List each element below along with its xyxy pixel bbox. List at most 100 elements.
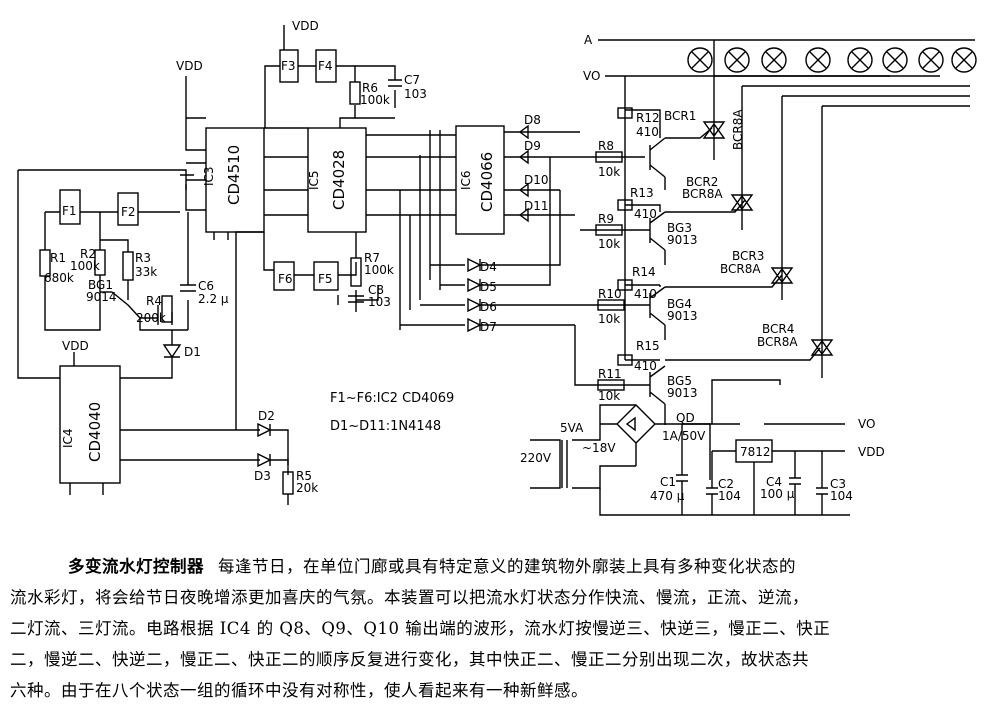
c2-ref: C2 (718, 477, 734, 491)
r4-ref: R4 (146, 294, 162, 308)
qd-label: QD (676, 411, 695, 425)
r15-val: 410 (634, 359, 657, 373)
c3-val: 104 (830, 489, 853, 503)
gate-label-f1: F1 (62, 204, 77, 218)
r3-val: 33k (135, 265, 157, 279)
bcr1-val: BCR8A (731, 109, 745, 150)
c4-val: 100 μ (760, 487, 795, 501)
d4-label: D4 (480, 260, 497, 274)
r3-ref: R3 (135, 251, 151, 265)
ic6-block (455, 125, 505, 235)
bg1-ref: BG1 (88, 278, 113, 292)
r7-val: 100k (364, 263, 394, 277)
d6-label: D6 (480, 300, 497, 314)
r8-ref: R8 (598, 139, 614, 153)
r13-val: 410 (634, 207, 657, 221)
r2-val: 100k (70, 259, 100, 273)
ic5-block (307, 127, 367, 233)
resistor-r2 (94, 249, 106, 276)
c6-ref: C6 (198, 279, 214, 293)
caption-text: 多变流水灯控制器每逢节日，在单位门廊或具有特定意义的建筑物外廓装上具有多种变化状… (10, 551, 968, 706)
r11-val: 10k (598, 389, 620, 403)
vdd-label-2: VDD (292, 19, 319, 33)
resistor-r10 (597, 299, 625, 311)
r1-ref: R1 (50, 251, 66, 265)
r2-ref: R2 (80, 247, 96, 261)
r13-ref: R13 (630, 186, 654, 200)
ic5-ref: IC5 (307, 170, 321, 190)
gates-note: F1~F6:IC2 CD4069 (330, 391, 454, 406)
resistor-r11 (597, 379, 625, 391)
gate-label-f4: F4 (318, 59, 333, 73)
bg3-ref: BG3 (667, 221, 692, 235)
bcr2-ref: BCR2 (686, 175, 718, 189)
r12-val: 410 (636, 125, 659, 139)
bcr4-ref: BCR4 (762, 322, 794, 336)
bg5-val: 9013 (667, 386, 698, 400)
d11-label: D11 (524, 199, 549, 213)
r5-ref: R5 (296, 469, 312, 483)
gate-f5 (313, 261, 339, 291)
r5-val: 20k (296, 481, 318, 495)
c3-ref: C3 (830, 477, 846, 491)
resistor-r3 (122, 251, 134, 281)
gate-label-f3: F3 (281, 59, 296, 73)
gate-f1 (59, 189, 81, 225)
r8-val: 10k (598, 165, 620, 179)
r15-ref: R15 (636, 339, 660, 353)
c6-val: 2.2 μ (198, 292, 229, 306)
d9-label: D9 (524, 139, 541, 153)
gate-label-f2: F2 (121, 205, 136, 219)
r4-val: 200k (136, 311, 166, 325)
vdd-label-4: VDD (858, 445, 885, 459)
r7-ref: R7 (364, 251, 380, 265)
r11-ref: R11 (598, 367, 622, 381)
c7-val: 103 (404, 87, 427, 101)
bcr4-val: BCR8A (757, 335, 798, 349)
c1-ref: C1 (660, 475, 676, 489)
d7-label: D7 (480, 320, 497, 334)
d5-label: D5 (480, 280, 497, 294)
ic4-block (59, 365, 121, 484)
mains-label: 220V (520, 451, 552, 465)
caption-line-5: 六种。由于在八个状态一组的循环中没有对称性，使人看起来有一种新鲜感。 (10, 681, 588, 700)
circuit-schematic: IC3 CD4510 IC5 CD4028 IC6 CD4066 IC4 CD4… (17, 19, 977, 516)
bg4-val: 9013 (667, 309, 698, 323)
resistor-r5 (282, 471, 294, 495)
d1-label: D1 (184, 345, 201, 359)
c8-val: 103 (368, 295, 391, 309)
bg3-val: 9013 (667, 233, 698, 247)
r14-ref: R14 (632, 265, 656, 279)
r14-val: 410 (634, 287, 657, 301)
resistor-r7 (350, 257, 362, 287)
vo-label-2: VO (858, 417, 875, 431)
bcr3-val: BCR8A (720, 262, 761, 276)
r6-ref: R6 (362, 81, 378, 95)
resistor-r4 (161, 295, 173, 323)
resistor-r13 (617, 199, 633, 211)
vdd-label-1: VDD (176, 59, 203, 73)
bridge-label: 1A/50V (662, 429, 706, 443)
diodes-note: D1~D11:1N4148 (330, 419, 441, 434)
lamp-row (687, 47, 977, 73)
d2-label: D2 (258, 409, 275, 423)
ic6-part: CD4066 (478, 152, 496, 212)
caption-line-2: 流水彩灯，将会给节日夜晚增添更加喜庆的气氛。本装置可以把流水灯状态分作快流、慢流… (10, 588, 809, 607)
gate-f6 (273, 261, 295, 291)
resistor-r9 (595, 224, 623, 236)
gate-label-f6: F6 (278, 272, 293, 286)
r9-val: 10k (598, 237, 620, 251)
resistor-r15 (617, 354, 633, 366)
secondary-label: ~18V (582, 441, 616, 455)
gate-label-f5: F5 (318, 272, 333, 286)
bg4-ref: BG4 (667, 297, 692, 311)
r9-ref: R9 (598, 212, 614, 226)
resistor-r6 (349, 81, 361, 105)
vdd-label-3: VDD (62, 339, 89, 353)
c7-ref: C7 (404, 73, 420, 87)
d8-label: D8 (524, 113, 541, 127)
ic3-ref: IC3 (202, 166, 216, 186)
c2-val: 104 (718, 489, 741, 503)
ic3-part: CD4510 (225, 145, 243, 205)
resistor-r1 (39, 249, 51, 277)
